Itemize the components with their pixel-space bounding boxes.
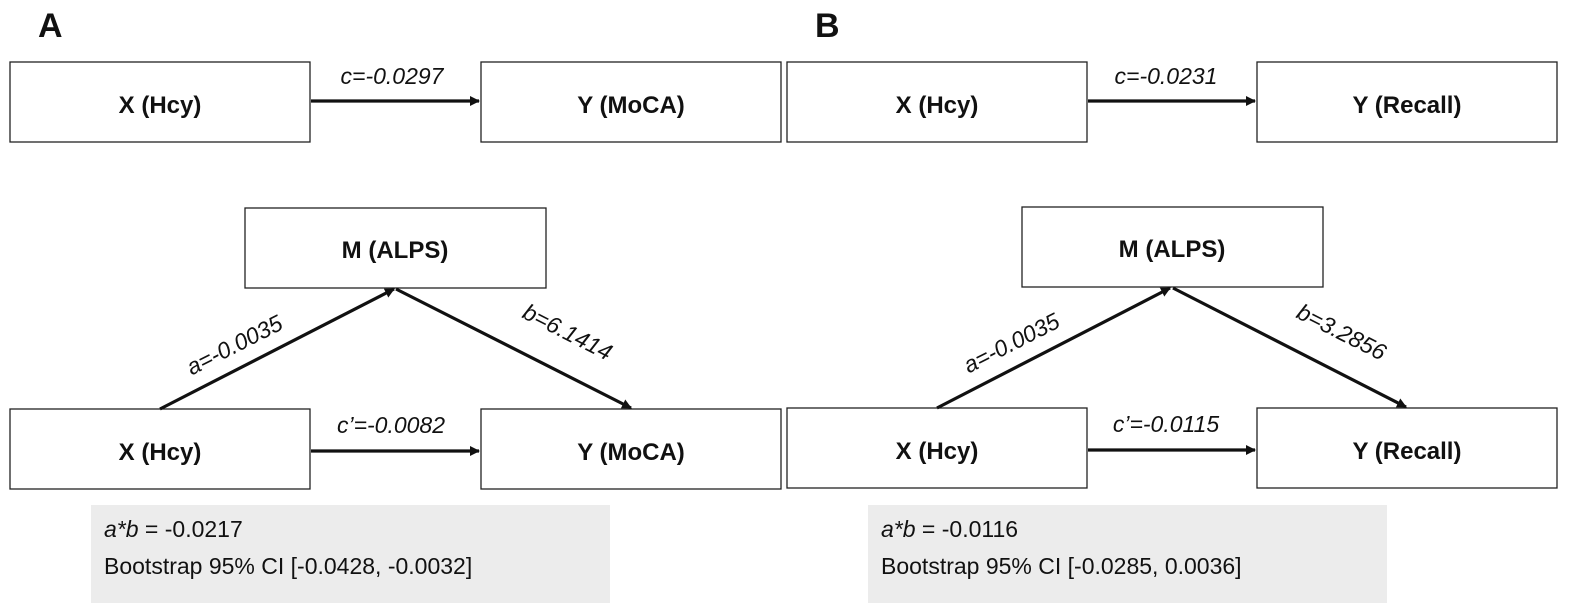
panel-b-c-label: c=-0.0231 [1115, 63, 1218, 89]
panel-b-ab-line: a*b = -0.0116 [881, 516, 1018, 542]
panel-a-b-arrow [395, 287, 632, 410]
panel-b-total-x-box [786, 61, 1088, 143]
panel-b-indirect-background [868, 505, 1387, 603]
panel-b-total-y-label: Y (Recall) [1353, 92, 1462, 119]
panel-a-x-box [9, 408, 311, 490]
panel-b: B X (Hcy) Y (Recall) c=-0.0231 M (ALPS) … [786, 7, 1558, 603]
panel-a-a-arrow [159, 287, 395, 411]
panel-a-b-label: b=6.1414 [519, 298, 617, 365]
panel-a-m-box [244, 207, 547, 289]
panel-b-ab-symbol: a*b [881, 516, 916, 542]
panel-a-total-effect: X (Hcy) Y (MoCA) c=-0.0297 [9, 61, 782, 143]
panel-a-x-label: X (Hcy) [119, 439, 202, 466]
panel-b-y-box [1256, 407, 1558, 489]
panel-b-total-effect: X (Hcy) Y (Recall) c=-0.0231 [786, 61, 1558, 143]
panel-b-x-box [786, 407, 1088, 489]
panel-a-c-prime-label: c’=-0.0082 [337, 412, 445, 438]
panel-a-ab-symbol: a*b [104, 516, 139, 542]
panel-b-indirect-effect: a*b = -0.0116 Bootstrap 95% CI [-0.0285,… [868, 505, 1387, 603]
panel-a-label: A [38, 7, 63, 45]
panel-a-m-label: M (ALPS) [342, 237, 449, 264]
panel-a-total-y-box [480, 61, 782, 143]
panel-b-a-label: a=-0.0035 [959, 308, 1064, 379]
panel-a-total-y-label: Y (MoCA) [577, 92, 685, 119]
panel-b-total-y-box [1256, 61, 1558, 143]
panel-a: A X (Hcy) Y (MoCA) c=-0.0297 M (ALPS) X … [9, 7, 782, 603]
panel-a-total-x-label: X (Hcy) [119, 92, 202, 119]
panel-b-m-label: M (ALPS) [1119, 236, 1226, 263]
panel-a-total-x-box [9, 61, 311, 143]
panel-b-c-prime-label: c’=-0.0115 [1113, 411, 1220, 437]
panel-a-ab-value: = -0.0217 [139, 516, 243, 542]
panel-b-m-box [1021, 206, 1324, 288]
panel-b-ci-label: Bootstrap 95% CI [-0.0285, 0.0036] [881, 553, 1242, 579]
panel-a-ab-line: a*b = -0.0217 [104, 516, 243, 542]
panel-a-y-label: Y (MoCA) [577, 439, 685, 466]
panel-b-x-label: X (Hcy) [896, 438, 979, 465]
panel-a-indirect-effect: a*b = -0.0217 Bootstrap 95% CI [-0.0428,… [91, 505, 610, 603]
panel-b-a-arrow [936, 286, 1171, 410]
panel-a-mediation-model: M (ALPS) X (Hcy) Y (MoCA) a=-0.0035 b=6.… [9, 207, 782, 490]
panel-b-label: B [815, 7, 840, 45]
panel-b-b-arrow [1172, 286, 1407, 409]
panel-a-indirect-background [91, 505, 610, 603]
panel-b-ab-value: = -0.0116 [916, 516, 1019, 542]
panel-a-y-box [480, 408, 782, 490]
panel-a-ci-label: Bootstrap 95% CI [-0.0428, -0.0032] [104, 553, 472, 579]
panel-a-c-label: c=-0.0297 [341, 63, 445, 89]
panel-b-y-label: Y (Recall) [1353, 438, 1462, 465]
panel-b-total-x-label: X (Hcy) [896, 92, 979, 119]
panel-b-mediation-model: M (ALPS) X (Hcy) Y (Recall) a=-0.0035 b=… [786, 206, 1558, 489]
